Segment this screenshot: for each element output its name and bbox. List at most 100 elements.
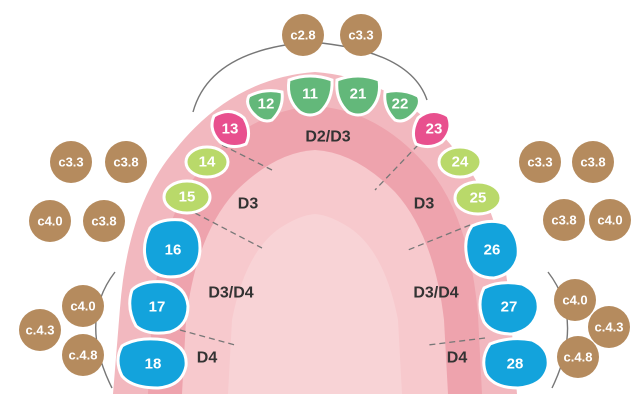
tooth-18-shape [116,337,188,390]
tooth-17[interactable]: 17 [128,280,190,335]
tooth-15[interactable]: 15 [162,179,212,215]
badge-left-row1-a-label: c3.3 [58,155,83,170]
tooth-14-label: 14 [199,154,216,171]
tooth-26-label: 26 [484,242,501,259]
palate-center [228,214,402,394]
badge-right-row5-label: c.4.8 [564,350,593,365]
badge-left-row3-label: c4.0 [70,299,95,314]
tooth-24-shape [437,145,483,179]
tooth-22-label: 22 [392,96,409,113]
badge-right-row2-b: c4.0 [589,199,631,241]
badge-top-right: c3.3 [340,14,382,56]
badge-right-row3-label: c4.0 [562,293,587,308]
tooth-16[interactable]: 16 [143,218,202,279]
tooth-17-shape [128,280,190,335]
tooth-11[interactable]: 11 [287,74,334,117]
zone-dividers [179,144,486,346]
tooth-11-shape [287,74,334,117]
badge-right-row2-a-label: c3.8 [551,213,576,228]
tooth-24-label: 24 [452,154,469,171]
tooth-11-label: 11 [302,86,318,103]
zone-label-front: D2/D3 [305,129,350,146]
tooth-13-label: 13 [222,121,239,138]
badge-right-row4-circle [588,306,630,348]
tooth-26-shape [464,219,520,280]
tooth-23[interactable]: 23 [411,110,452,149]
tooth-25-shape [453,180,503,216]
badge-left-row1-b: c3.8 [105,141,147,183]
tooth-18-label: 18 [145,356,162,373]
tooth-28-shape [482,337,550,390]
tooth-12-shape [246,89,284,123]
badge-right-row1-a-label: c3.3 [527,155,552,170]
tooth-16-shape [143,218,202,279]
right-bracket-arc [547,271,569,389]
badge-left-row3-circle [62,285,104,327]
badge-right-row1-a: c3.3 [519,141,561,183]
badge-left-row1-a-circle [50,141,92,183]
tooth-27-label: 27 [501,299,518,316]
tooth-15-label: 15 [179,189,196,206]
tooth-18[interactable]: 18 [116,337,188,390]
tooth-22[interactable]: 22 [383,89,421,123]
tooth-21-label: 21 [350,86,367,103]
tooth-17-label: 17 [149,299,166,316]
divider-left-2 [194,212,263,249]
badges: c2.8 c3.3 c3.3 c3.8 c4.0 c3.8 c4.0 c.4 [19,14,631,378]
badge-right-row2-a: c3.8 [543,199,585,241]
badge-left-row3: c4.0 [62,285,104,327]
tooth-14[interactable]: 14 [184,145,230,179]
badge-top-left-label: c2.8 [290,28,315,43]
badge-left-row1-b-label: c3.8 [113,155,138,170]
tooth-25[interactable]: 25 [453,180,503,216]
badge-right-row1-b-label: c3.8 [580,155,605,170]
tooth-13-shape [210,110,251,149]
tooth-13[interactable]: 13 [210,110,251,149]
badge-top-left-circle [282,14,324,56]
teeth: 12 11 21 22 13 23 14 24 [116,74,550,390]
badge-right-row4: c.4.3 [588,306,630,348]
badge-right-row1-b: c3.8 [572,141,614,183]
badge-right-row1-a-circle [519,141,561,183]
badge-right-row5-circle [557,336,599,378]
zone-label-right-d3d4: D3/D4 [413,285,458,302]
tooth-28[interactable]: 28 [482,337,550,390]
tooth-24[interactable]: 24 [437,145,483,179]
tooth-27-shape [478,281,540,336]
tooth-21[interactable]: 21 [335,74,381,117]
badge-left-row5: c.4.8 [62,334,104,376]
badge-left-row2-b-circle [83,200,125,242]
divider-right-1 [374,144,419,191]
badge-left-row2-b: c3.8 [83,200,125,242]
zone-label-left-d3: D3 [238,196,259,213]
zone-labels: D2/D3 D3 D3 D3/D4 D3/D4 D4 D4 [197,129,468,367]
badge-right-row3: c4.0 [554,279,596,321]
badge-left-row4: c.4.3 [19,309,61,351]
tooth-26[interactable]: 26 [464,219,520,280]
tooth-22-shape [383,89,421,123]
badge-left-row2-a-circle [29,200,71,242]
tooth-12[interactable]: 12 [246,89,284,123]
badge-left-row2-a-label: c4.0 [37,214,62,229]
zone-label-left-d4: D4 [197,350,218,367]
tooth-23-shape [411,110,452,149]
badge-left-row4-label: c.4.3 [26,323,55,338]
tooth-16-label: 16 [165,242,182,259]
badge-left-row2-b-label: c3.8 [91,214,116,229]
tooth-14-shape [184,145,230,179]
badge-right-row2-a-circle [543,199,585,241]
badge-left-row4-circle [19,309,61,351]
tooth-12-label: 12 [258,96,275,113]
badge-left-row5-circle [62,334,104,376]
zone-label-left-d3d4: D3/D4 [208,285,253,302]
badge-left-row2-a: c4.0 [29,200,71,242]
tooth-25-label: 25 [470,190,487,207]
badge-right-row3-circle [554,279,596,321]
badge-top-right-circle [340,14,382,56]
tooth-21-shape [335,74,381,117]
tooth-28-label: 28 [507,356,524,373]
badge-left-row5-label: c.4.8 [69,348,98,363]
tooth-27[interactable]: 27 [478,281,540,336]
badge-top-right-label: c3.3 [348,28,373,43]
